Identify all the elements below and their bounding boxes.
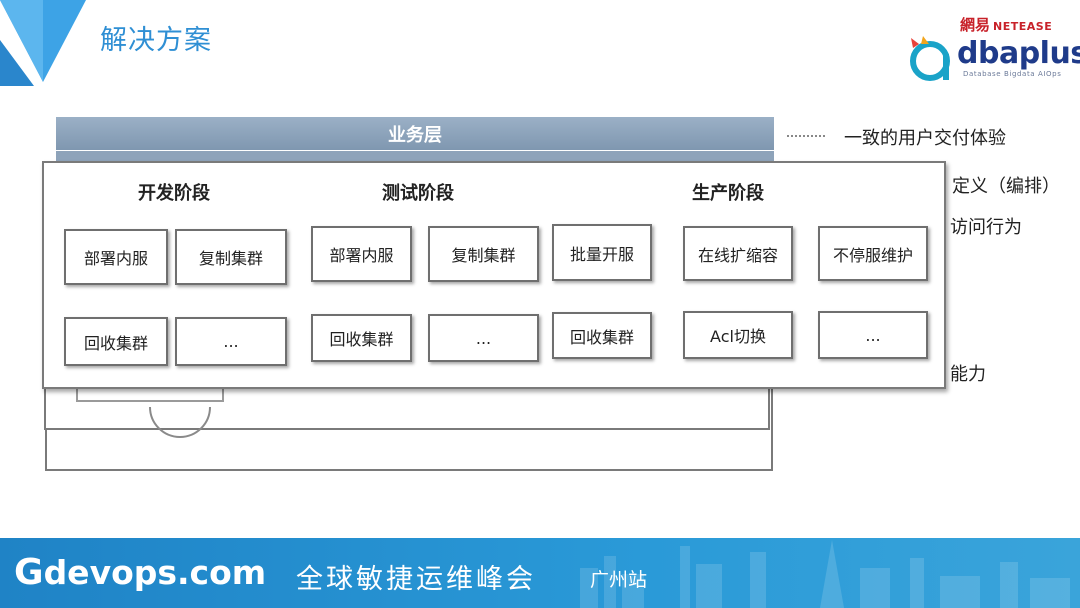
prod-online-maintenance-box: 不停服维护 <box>818 226 928 281</box>
hidden-arc-shape <box>149 406 211 438</box>
gdevops-g: G <box>14 552 44 593</box>
business-layer-bar: 业务层 <box>56 117 774 150</box>
triangle-logo-icon <box>0 0 86 86</box>
test-reclaim-cluster-box-2: 回收集群 <box>552 312 652 359</box>
dbaplus-mark-icon <box>910 36 950 81</box>
conference-city: 广州站 <box>590 569 648 591</box>
prod-scale-box: 在线扩缩容 <box>683 226 793 281</box>
footer-banner: Gdevops.com 全球敏捷运维峰会 广州站 <box>0 538 1080 608</box>
dbaplus-logo-text: dbaplus <box>957 36 1080 71</box>
prod-acl-switch-box: Acl切换 <box>683 311 793 359</box>
label-definition: 定义（编排） <box>952 176 1060 197</box>
gdevops-logo: Gdevops.com <box>14 552 266 593</box>
test-batch-open-box: 批量开服 <box>552 224 652 281</box>
dev-clone-cluster-box: 复制集群 <box>175 229 287 285</box>
city-skyline-icon <box>580 540 1070 608</box>
dev-more-box: ... <box>175 317 287 366</box>
test-deploy-box: 部署内服 <box>311 226 412 282</box>
stage-title-prod: 生产阶段 <box>692 183 764 204</box>
dbaplus-tagline: Database Bigdata AIOps <box>963 70 1062 78</box>
business-layer-underlay <box>56 151 774 161</box>
gdevops-domain: devops.com <box>43 553 267 592</box>
test-clone-cluster-box: 复制集群 <box>428 226 539 282</box>
label-access-behavior: 访问行为 <box>950 217 1022 238</box>
dev-reclaim-cluster-box: 回收集群 <box>64 317 168 366</box>
prod-more-box: ... <box>818 311 928 359</box>
label-user-experience: 一致的用户交付体验 <box>844 128 1006 149</box>
netease-en: NETEASE <box>993 20 1053 33</box>
stage-title-test: 测试阶段 <box>382 183 454 204</box>
page-title: 解决方案 <box>100 25 212 56</box>
stage-title-dev: 开发阶段 <box>138 183 210 204</box>
dotted-connector <box>787 135 825 137</box>
label-capability: 能力 <box>950 364 986 385</box>
dev-deploy-box: 部署内服 <box>64 229 168 285</box>
conference-name: 全球敏捷运维峰会 <box>296 564 536 595</box>
netease-cn: 網易 <box>960 16 991 34</box>
test-more-box: ... <box>428 314 539 362</box>
test-reclaim-cluster-box: 回收集群 <box>311 314 412 362</box>
